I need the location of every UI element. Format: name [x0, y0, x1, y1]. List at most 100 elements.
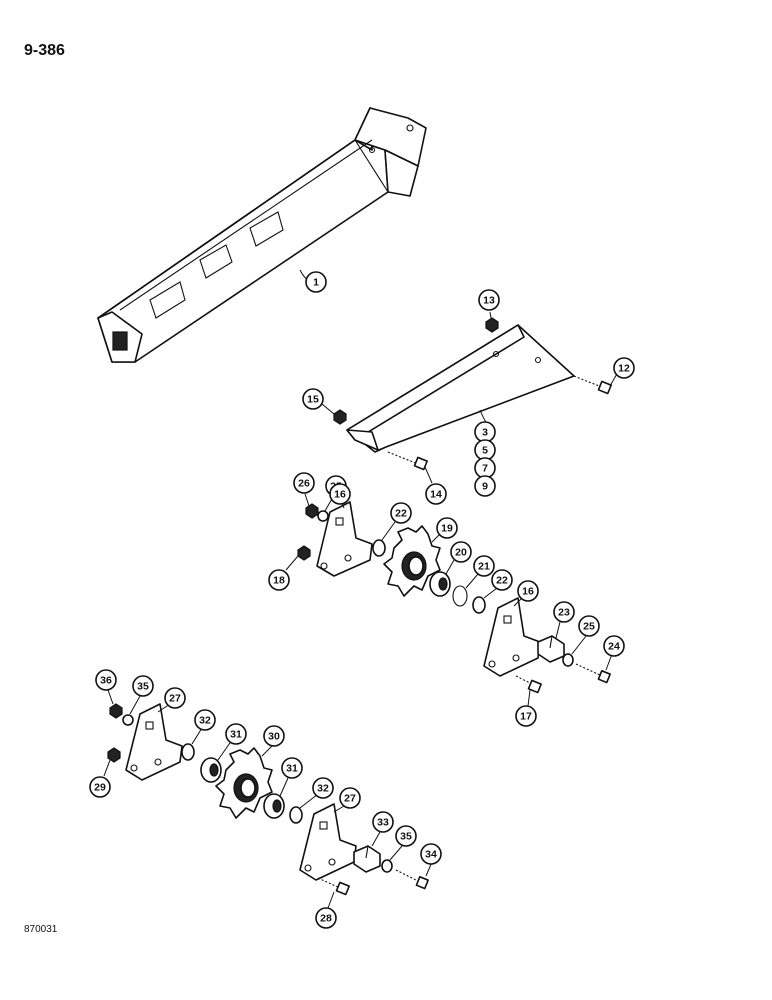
callout-label: 35 — [400, 831, 412, 843]
bolt-28 — [317, 877, 350, 896]
bolt-24 — [575, 663, 611, 684]
callout-32: 32 — [312, 777, 334, 799]
washer-25-lower — [562, 653, 574, 667]
callout-29: 29 — [89, 776, 111, 798]
callout-22: 22 — [491, 569, 513, 591]
drawing-code: 870031 — [24, 924, 58, 935]
callout-label: 33 — [377, 817, 389, 829]
callout-15: 15 — [302, 388, 324, 410]
boom-tube — [97, 107, 427, 363]
callout-circle — [436, 517, 458, 539]
washer-25 — [317, 510, 329, 522]
callout-16: 16 — [517, 580, 539, 602]
callout-circle — [164, 687, 186, 709]
callout-circle — [315, 907, 337, 929]
callout-circle — [95, 669, 117, 691]
callout-label: 36 — [100, 675, 112, 687]
callout-circle — [132, 675, 154, 697]
callout-36: 36 — [95, 669, 117, 691]
callout-17: 17 — [515, 705, 537, 727]
callout-circle — [450, 541, 472, 563]
bearing-20 — [429, 571, 451, 597]
callout-label: 23 — [558, 607, 570, 619]
washer-35-upper — [122, 714, 134, 726]
callout-label: 17 — [520, 711, 532, 723]
callout-label: 21 — [478, 561, 490, 573]
bearing-31-upper — [200, 757, 222, 783]
nut-26 — [305, 503, 319, 519]
callout-label: 24 — [608, 641, 620, 653]
callout-circle — [425, 483, 447, 505]
callout-circle — [372, 811, 394, 833]
callout-label: 29 — [94, 782, 106, 794]
callout-circle — [613, 357, 635, 379]
callout-label: 1 — [313, 277, 319, 289]
callout-16: 16 — [329, 483, 351, 505]
callout-circle — [474, 475, 496, 497]
callout-label: 12 — [618, 363, 630, 375]
washer-32-upper — [181, 743, 195, 761]
callout-27: 27 — [164, 687, 186, 709]
washer-22-lower — [472, 596, 486, 614]
bracket-16-upper — [316, 501, 373, 577]
callout-30: 30 — [263, 725, 285, 747]
callout-label: 16 — [334, 489, 346, 501]
spacer-23 — [537, 635, 565, 663]
washer-35-lower — [381, 859, 393, 873]
callout-circle — [553, 601, 575, 623]
nut-29 — [107, 747, 121, 763]
callout-14: 14 — [425, 483, 447, 505]
callout-circle — [517, 580, 539, 602]
callout-label: 14 — [430, 489, 442, 501]
washer-32-lower — [289, 806, 303, 824]
bolt-34 — [395, 869, 429, 890]
callout-label: 20 — [455, 547, 467, 559]
callout-label: 16 — [522, 586, 534, 598]
callout-label: 30 — [268, 731, 280, 743]
callout-circle — [339, 787, 361, 809]
bolt-17 — [515, 675, 542, 694]
snap-ring-21 — [452, 585, 468, 607]
callout-12: 12 — [613, 357, 635, 379]
callout-circle — [312, 777, 334, 799]
callout-circle — [225, 723, 247, 745]
callout-23: 23 — [553, 601, 575, 623]
callout-35: 35 — [395, 825, 417, 847]
callout-label: 5 — [482, 445, 488, 457]
callout-label: 34 — [425, 849, 437, 861]
callout-31: 31 — [225, 723, 247, 745]
bearing-31-lower — [263, 793, 285, 819]
callout-7: 7 — [474, 457, 496, 479]
callout-26: 26 — [293, 472, 315, 494]
callout-24: 24 — [603, 635, 625, 657]
callout-32: 32 — [194, 709, 216, 731]
callout-33: 33 — [372, 811, 394, 833]
callout-circle — [281, 757, 303, 779]
callout-circle — [329, 483, 351, 505]
callout-circle — [420, 843, 442, 865]
callout-circle — [305, 271, 327, 293]
callout-19: 19 — [436, 517, 458, 539]
callout-circle — [491, 569, 513, 591]
callout-22: 22 — [390, 502, 412, 524]
callout-label: 3 — [482, 427, 488, 439]
nut-18 — [297, 545, 311, 561]
callout-label: 32 — [199, 715, 211, 727]
callout-label: 18 — [273, 575, 285, 587]
callout-circle — [194, 709, 216, 731]
page-code: 9-386 — [24, 42, 65, 59]
callout-label: 19 — [441, 523, 453, 535]
callout-label: 31 — [286, 763, 298, 775]
callout-label: 27 — [344, 793, 356, 805]
callout-21: 21 — [473, 555, 495, 577]
callout-label: 25 — [583, 621, 595, 633]
callout-31: 31 — [281, 757, 303, 779]
callout-circle — [515, 705, 537, 727]
callout-circle — [390, 502, 412, 524]
callout-35: 35 — [132, 675, 154, 697]
callout-9: 9 — [474, 475, 496, 497]
callout-label: 13 — [483, 295, 495, 307]
bracket-27-upper — [125, 703, 183, 781]
callout-34: 34 — [420, 843, 442, 865]
callout-18: 18 — [268, 569, 290, 591]
